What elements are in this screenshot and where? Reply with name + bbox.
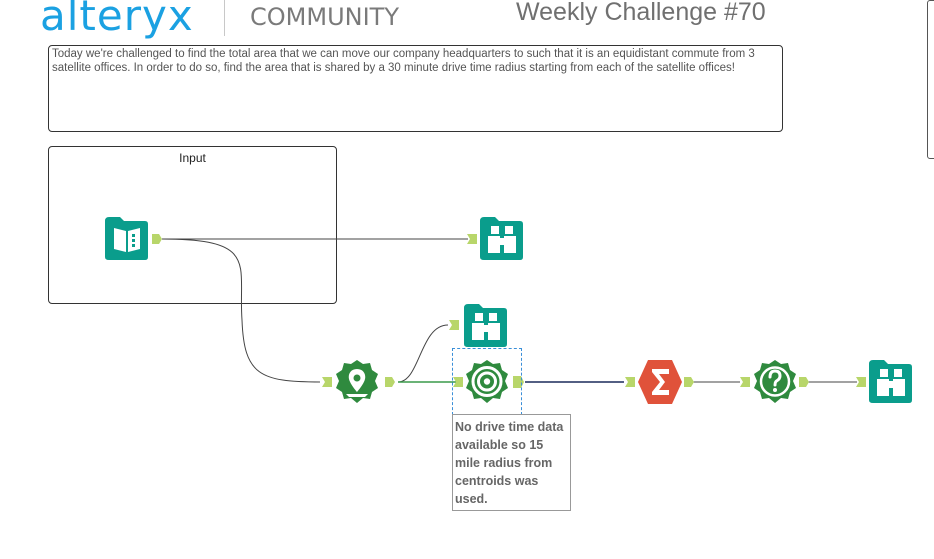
logo-divider xyxy=(224,0,225,36)
input-anchor[interactable] xyxy=(624,376,636,388)
spatial-process-tool[interactable] xyxy=(752,359,798,405)
annotation-text: No drive time data available so 15 mile … xyxy=(455,420,564,506)
output-anchor[interactable] xyxy=(384,376,396,388)
description-comment[interactable]: Today we're challenged to find the total… xyxy=(48,45,783,132)
browse-tool-3[interactable] xyxy=(868,359,914,405)
binoculars-icon xyxy=(464,304,507,347)
output-anchor[interactable] xyxy=(683,376,695,388)
input-anchor[interactable] xyxy=(452,376,464,388)
output-anchor[interactable] xyxy=(798,376,810,388)
input-anchor[interactable] xyxy=(448,319,460,331)
question-globe-icon xyxy=(754,360,796,403)
community-label: COMMUNITY xyxy=(250,3,399,31)
target-icon xyxy=(466,360,508,403)
right-panel-edge xyxy=(927,0,934,159)
input-anchor[interactable] xyxy=(739,376,751,388)
connection-input-to-spatial-info xyxy=(161,238,321,383)
description-text: Today we're challenged to find the total… xyxy=(52,48,755,74)
connection-spatial-info-to-browse2 xyxy=(397,324,449,383)
text-input-tool[interactable] xyxy=(104,216,150,262)
book-icon xyxy=(105,217,148,260)
map-pin-icon xyxy=(336,360,378,403)
binoculars-icon xyxy=(869,360,912,403)
browse-tool-1[interactable] xyxy=(479,216,525,262)
browse-tool-2[interactable] xyxy=(463,303,509,349)
input-container[interactable]: Input xyxy=(48,146,337,304)
page-title: Weekly Challenge #70 xyxy=(516,0,766,26)
trade-area-tool[interactable] xyxy=(464,359,510,405)
output-anchor[interactable] xyxy=(151,233,163,245)
tool-annotation[interactable]: No drive time data available so 15 mile … xyxy=(452,414,571,511)
input-anchor[interactable] xyxy=(321,376,333,388)
alteryx-logo: alteryx xyxy=(40,0,194,40)
container-caption: Input xyxy=(179,151,206,165)
sigma-icon xyxy=(638,360,682,404)
binoculars-icon xyxy=(480,217,523,260)
summarize-tool[interactable] xyxy=(637,359,683,405)
spatial-info-tool[interactable] xyxy=(334,359,380,405)
input-anchor[interactable] xyxy=(855,376,867,388)
input-anchor[interactable] xyxy=(466,233,478,245)
